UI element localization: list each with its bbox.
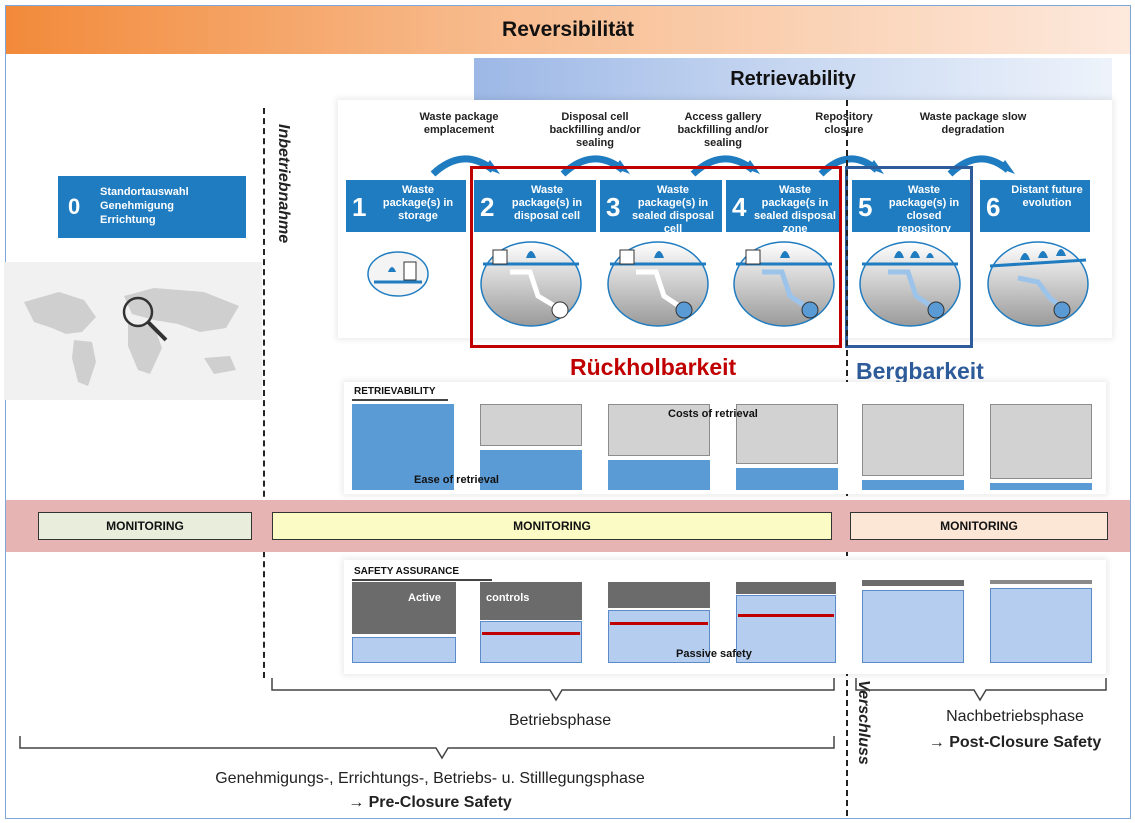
transition-label: Waste package emplacement <box>419 111 499 136</box>
stage-1-text: Waste package(s) in storage <box>382 184 454 222</box>
stage-3-text: Waste package(s) in sealed disposal cell <box>632 184 714 235</box>
active-controls-bar <box>736 582 836 594</box>
retrieval-ease-bar <box>352 404 454 490</box>
passive-safety-bar <box>480 621 582 663</box>
stage-0-line: Genehmigung <box>100 200 174 212</box>
active-controls-bar <box>608 582 710 608</box>
pre-closure-label: → Pre-Closure Safety <box>348 794 512 811</box>
stage-3-box: 3 Waste package(s) in sealed disposal ce… <box>600 180 722 235</box>
passive-safety-bar <box>608 610 710 663</box>
future-evolution-icon <box>987 241 1089 327</box>
reversibility-banner: Reversibilität <box>6 6 1130 54</box>
stage-3-number: 3 <box>606 192 621 222</box>
monitoring-box-operation: MONITORING <box>272 512 832 540</box>
retrieval-ease-bar <box>990 483 1092 490</box>
safety-underline <box>352 579 492 581</box>
stage-4-number: 4 <box>732 192 747 222</box>
retrievability-banner: Retrievability <box>474 58 1112 100</box>
stage-6-text: Distant future evolution <box>1011 184 1083 209</box>
active-label: Active <box>408 592 442 604</box>
transition-label: Waste package slow degradation <box>919 111 1027 136</box>
stage-4-text: Waste package(s in sealed disposal zone <box>754 184 836 235</box>
sealed-cell-icon <box>607 241 709 327</box>
closed-repository-icon <box>859 241 961 327</box>
safety-threshold-line <box>482 632 580 635</box>
stage-4-box: 4 Waste package(s in sealed disposal zon… <box>726 180 840 235</box>
storage-icon <box>367 251 429 297</box>
stage-0-box: 0 Standortauswahl Genehmigung Errichtung <box>58 176 246 238</box>
stage-5-box: 5 Waste package(s) in closed repository <box>852 180 972 235</box>
bergbarkeit-label: Bergbarkeit <box>856 358 984 384</box>
stage-2-number: 2 <box>480 192 495 222</box>
disposal-cell-icon <box>480 241 582 327</box>
reversibility-title: Reversibilität <box>502 18 634 41</box>
safety-threshold-line <box>610 622 708 625</box>
passive-safety-bar <box>990 588 1092 663</box>
betriebsphase-label: Betriebsphase <box>508 712 612 729</box>
passive-safety-bar <box>736 595 836 663</box>
sealed-zone-icon <box>733 241 835 327</box>
safety-title: SAFETY ASSURANCE <box>354 566 460 577</box>
transition-label: Repository closure <box>815 111 873 136</box>
retrieval-ease-bar <box>608 460 710 490</box>
stage-5-number: 5 <box>858 192 873 222</box>
active-controls-bar <box>352 582 456 634</box>
controls-label: controls <box>486 592 530 604</box>
post-closure-label: → Post-Closure Safety <box>928 734 1102 751</box>
retrieval-ease-bar <box>480 450 582 490</box>
bergbarkeit-frame <box>845 166 973 348</box>
monitoring-box-post: MONITORING <box>850 512 1108 540</box>
stage-6-number: 6 <box>986 192 1001 222</box>
world-map-icon <box>24 288 239 386</box>
inbetriebnahme-label: Inbetriebnahme <box>275 124 292 244</box>
active-controls-bar <box>480 582 582 620</box>
inbetriebnahme-line <box>263 108 265 678</box>
monitoring-box-pre: MONITORING <box>38 512 252 540</box>
stage-1-number: 1 <box>352 192 367 222</box>
retrieval-cost-bar <box>608 404 710 456</box>
stage-0-lines: Standortauswahl Genehmigung Errichtung <box>100 185 189 227</box>
passive-safety-bar <box>862 590 964 663</box>
stage-2-box: 2 Waste package(s) in disposal cell <box>474 180 596 232</box>
rueckholbarkeit-frame <box>470 166 842 348</box>
stage-2-text: Waste package(s) in disposal cell <box>511 184 583 222</box>
retrieval-ease-bar <box>862 480 964 490</box>
stage-0-number: 0 <box>68 194 81 219</box>
active-controls-bar <box>990 580 1092 584</box>
retrieval-cost-bar <box>736 404 838 464</box>
retrievability-title: RETRIEVABILITY <box>354 386 436 397</box>
retrieval-cost-bar <box>990 404 1092 479</box>
transition-label: Access gallery backfilling and/or sealin… <box>677 111 769 149</box>
costs-label: Costs of retrieval <box>668 408 758 420</box>
safety-threshold-line <box>738 614 834 617</box>
retrievability-underline <box>352 399 448 401</box>
retrievability-panel <box>344 382 1106 494</box>
ease-label: Ease of retrieval <box>414 474 499 486</box>
stage-6-box: 6 Distant future evolution <box>980 180 1090 232</box>
retrieval-ease-bar <box>736 468 838 490</box>
world-map <box>4 262 262 400</box>
retrievability-title: Retrievability <box>730 68 856 90</box>
stage-0-line: Errichtung <box>100 214 156 226</box>
active-controls-bar <box>862 580 964 586</box>
stage-1-box: 1 Waste package(s) in storage <box>346 180 466 232</box>
stage-0-line: Standortauswahl <box>100 186 189 198</box>
stage-5-text: Waste package(s) in closed repository <box>888 184 960 235</box>
nachbetriebsphase-label: Nachbetriebsphase <box>946 708 1084 725</box>
genehmigung-label: Genehmigungs-, Errichtungs-, Betriebs- u… <box>215 770 645 787</box>
rueckholbarkeit-label: Rückholbarkeit <box>570 354 737 380</box>
retrieval-cost-bar <box>862 404 964 476</box>
passive-safety-bar <box>352 637 456 663</box>
passive-safety-label: Passive safety <box>676 648 752 660</box>
stage-illustrations <box>367 241 1089 327</box>
page-frame <box>5 5 1131 819</box>
retrieval-cost-bar <box>480 404 582 446</box>
transition-label: Disposal cell backfilling and/or sealing <box>549 111 641 149</box>
phase-braces <box>19 678 1107 760</box>
